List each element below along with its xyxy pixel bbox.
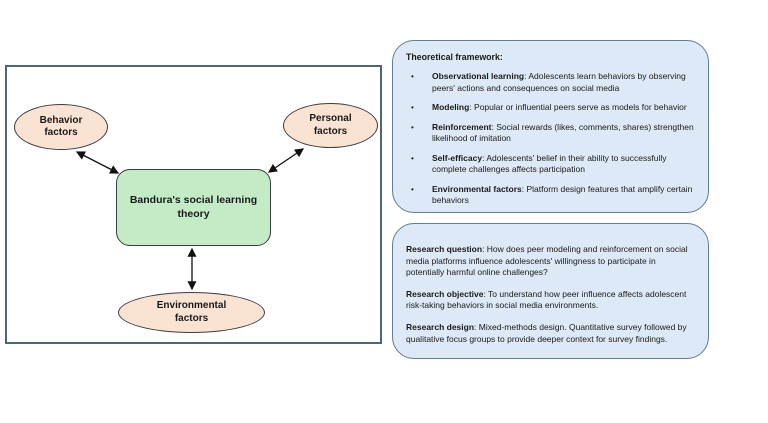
para-term: Research objective — [406, 288, 484, 299]
framework-bullet: • Modeling: Popular or influential peers… — [411, 102, 695, 114]
para-term: Research design — [406, 321, 475, 332]
node-label: Behavior factors — [39, 114, 83, 138]
diagram-frame: Behavior factors Personal factors Enviro… — [5, 65, 382, 344]
node-label: Personal factors — [309, 113, 352, 137]
node-personal-factors: Personal factors — [283, 103, 378, 148]
bullet-term: Self-efficacy — [432, 152, 483, 163]
bullet-dot-icon: • — [411, 122, 414, 132]
node-label: Environmental factors — [156, 300, 227, 324]
research-objective: Research objective: To understand how pe… — [406, 289, 695, 312]
node-behavior-factors: Behavior factors — [14, 104, 108, 150]
framework-title: Theoretical framework: — [406, 52, 503, 62]
node-label: Bandura's social learning theory — [129, 193, 258, 220]
bullet-text: Environmental factors: Platform design f… — [432, 184, 695, 207]
para-rest: : Mixed-methods design. Quantitative sur… — [406, 321, 687, 344]
bullet-dot-icon: • — [411, 72, 414, 81]
para-term: Research question — [406, 244, 483, 254]
bullet-dot-icon: • — [411, 103, 414, 112]
theoretical-framework-box: Theoretical framework: • Observational l… — [392, 40, 709, 213]
node-environmental-factors: Environmental factors — [118, 292, 265, 333]
research-box: Research question: How does peer modelin… — [392, 223, 709, 359]
para-rest: : To understand how peer influence affec… — [406, 288, 687, 311]
bullet-term: Observational learning — [432, 71, 525, 81]
bullet-text: Modeling: Popular or influential peers s… — [432, 102, 695, 114]
bullet-rest: : Popular or influential peers serve as … — [469, 102, 687, 112]
bullet-text: Reinforcement: Social rewards (likes, co… — [432, 122, 695, 145]
bullet-text: Observational learning: Adolescents lear… — [432, 71, 695, 94]
node-central-theory: Bandura's social learning theory — [116, 169, 271, 246]
framework-bullet: • Observational learning: Adolescents le… — [411, 71, 695, 94]
bullet-dot-icon: • — [411, 184, 414, 194]
bullet-term: Environmental factors — [432, 183, 522, 194]
bullet-term: Reinforcement — [432, 121, 492, 132]
framework-bullet: • Self-efficacy: Adolescents' belief in … — [411, 153, 695, 176]
bullet-rest: : Platform design features that amplify … — [432, 183, 693, 206]
framework-bullet: • Environmental factors: Platform design… — [411, 184, 695, 207]
bullet-term: Modeling — [432, 102, 470, 112]
bullet-rest: : Social rewards (likes, comments, share… — [432, 121, 694, 144]
arrow-personal-to-center — [267, 148, 305, 173]
bullet-rest: : Adolescents learn behaviors by observi… — [432, 71, 686, 93]
bullet-rest: : Adolescents' belief in their ability t… — [432, 152, 667, 175]
bullet-text: Self-efficacy: Adolescents' belief in th… — [432, 153, 695, 176]
arrow-behavior-to-center — [75, 151, 120, 174]
framework-bullet: • Reinforcement: Social rewards (likes, … — [411, 122, 695, 145]
bullet-dot-icon: • — [411, 153, 414, 163]
connector-arrows — [75, 148, 305, 291]
research-question: Research question: How does peer modelin… — [406, 244, 695, 279]
para-rest: : How does peer modeling and reinforceme… — [406, 244, 688, 278]
research-design: Research design: Mixed-methods design. Q… — [406, 322, 695, 345]
